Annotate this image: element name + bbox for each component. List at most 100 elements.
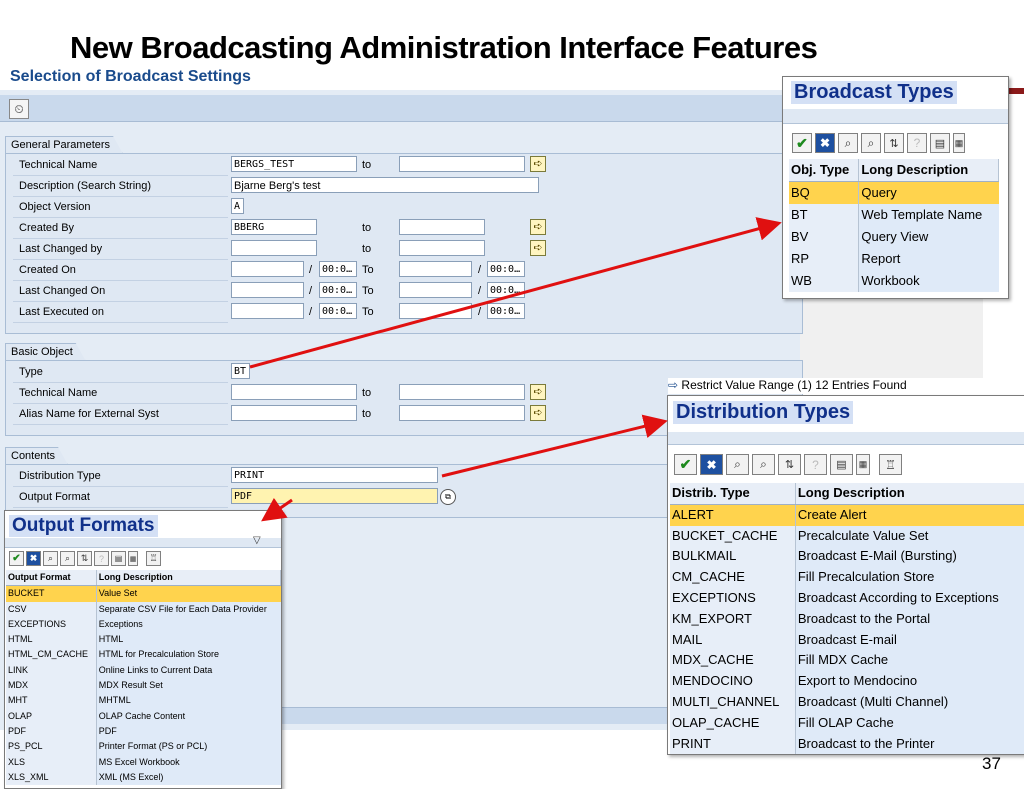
last-changed-on-time-to[interactable]: 00:0…: [487, 282, 525, 298]
execute-clock-icon[interactable]: ⏲: [9, 99, 29, 119]
type-input[interactable]: BT: [231, 363, 250, 379]
sort-icon[interactable]: ⇅: [778, 454, 801, 475]
find-next-icon[interactable]: ⌕: [752, 454, 775, 475]
check-icon[interactable]: ✔: [792, 133, 812, 153]
layout-icon[interactable]: ▦: [856, 454, 870, 475]
column-header[interactable]: Output Format: [6, 570, 97, 587]
last-changed-on-time-from[interactable]: 00:0…: [319, 282, 357, 298]
cancel-icon[interactable]: ✖: [700, 454, 723, 475]
check-icon[interactable]: ✔: [674, 454, 697, 475]
alias-name-to[interactable]: [399, 405, 525, 421]
cancel-icon[interactable]: ✖: [815, 133, 835, 153]
last-changed-on-date-to[interactable]: [399, 282, 472, 298]
last-executed-on-date-to[interactable]: [399, 303, 472, 319]
technical-name-from-input[interactable]: BERGS_TEST: [231, 156, 357, 172]
application-toolbar: [0, 95, 800, 122]
last-executed-on-time-to[interactable]: 00:0…: [487, 303, 525, 319]
last-executed-on-date-from[interactable]: [231, 303, 304, 319]
last-executed-on-time-from[interactable]: 00:0…: [319, 303, 357, 319]
output-format-input[interactable]: PDF: [231, 488, 438, 504]
print-icon[interactable]: ▤: [111, 551, 126, 566]
technical-name-to-input[interactable]: [399, 156, 525, 172]
alias-name-from[interactable]: [231, 405, 357, 421]
column-header[interactable]: Long Description: [858, 159, 999, 182]
cell-output-format: LINK: [6, 662, 97, 679]
created-on-date-from[interactable]: [231, 261, 304, 277]
cell-description: OLAP Cache Content: [96, 708, 281, 724]
column-header[interactable]: Obj. Type: [789, 159, 860, 182]
cancel-icon[interactable]: ✖: [26, 551, 41, 566]
last-changed-by-from-input[interactable]: [231, 240, 317, 256]
find-next-icon[interactable]: ⌕: [861, 133, 881, 153]
cell-distrib-type: MULTI_CHANNEL: [670, 691, 796, 713]
description-input[interactable]: Bjarne Berg's test: [231, 177, 539, 193]
find-next-icon[interactable]: ⌕: [60, 551, 75, 566]
layout-icon[interactable]: ▦: [953, 133, 965, 153]
created-by-to-input[interactable]: [399, 219, 485, 235]
filter-icon[interactable]: ♖: [146, 551, 161, 566]
restrict-value-range-label: Restrict Value Range (1) 12 Entries Foun…: [681, 378, 907, 392]
created-on-time-from[interactable]: 00:0…: [319, 261, 357, 277]
created-on-time-to[interactable]: 00:0…: [487, 261, 525, 277]
print-icon[interactable]: ▤: [930, 133, 950, 153]
created-on-date-to[interactable]: [399, 261, 472, 277]
multiple-selection-arrow-icon[interactable]: ➪: [530, 219, 546, 235]
multiple-selection-arrow-icon[interactable]: ➪: [530, 405, 546, 421]
filter-icon[interactable]: ♖: [879, 454, 902, 475]
sort-icon[interactable]: ⇅: [77, 551, 92, 566]
check-icon[interactable]: ✔: [9, 551, 24, 566]
to-label: To: [362, 264, 374, 276]
find-icon[interactable]: ⌕: [838, 133, 858, 153]
cell-distrib-type: BULKMAIL: [670, 546, 796, 568]
multiple-selection-arrow-icon[interactable]: ➪: [530, 240, 546, 256]
print-icon[interactable]: ▤: [830, 454, 853, 475]
object-version-input[interactable]: A: [231, 198, 244, 214]
last-changed-by-to-input[interactable]: [399, 240, 485, 256]
layout-icon[interactable]: ▦: [128, 551, 138, 566]
find-icon[interactable]: ⌕: [726, 454, 749, 475]
find-icon[interactable]: ⌕: [43, 551, 58, 566]
multiple-selection-arrow-icon[interactable]: ➪: [530, 384, 546, 400]
last-changed-on-date-from[interactable]: [231, 282, 304, 298]
column-header[interactable]: Long Description: [795, 483, 1024, 505]
distribution-type-input[interactable]: PRINT: [231, 467, 438, 483]
sort-icon[interactable]: ⇅: [884, 133, 904, 153]
column-header[interactable]: Distrib. Type: [670, 483, 796, 505]
column-header[interactable]: Long Description: [96, 570, 281, 587]
value-help-icon[interactable]: ⧉: [440, 489, 456, 505]
basic-technical-name-from[interactable]: [231, 384, 357, 400]
basic-technical-name-to[interactable]: [399, 384, 525, 400]
created-by-from-input[interactable]: BBERG: [231, 219, 317, 235]
multiple-selection-arrow-icon[interactable]: ➪: [530, 156, 546, 172]
